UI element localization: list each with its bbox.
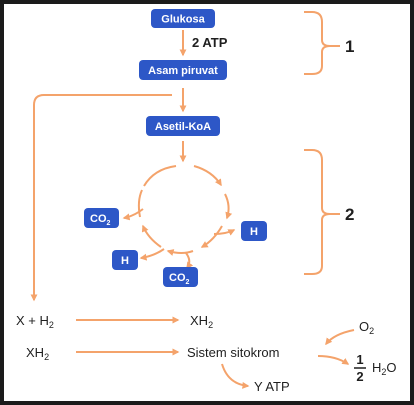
co2-left-label: CO2 [90,213,111,227]
glukosa-label: Glukosa [161,14,205,26]
y-atp-label: Y ATP [254,379,290,394]
half-denominator: 2 [356,369,363,384]
h-box-left: H [112,250,138,270]
bracket-stage-1 [304,11,340,75]
arrow-to-atp [221,363,250,389]
h-left-label: H [121,255,129,267]
stage-1-label: 1 [345,37,354,56]
arrow-left-bypass [30,94,172,302]
h-box-right: H [241,221,267,241]
h2o-label: H2O [372,360,397,377]
co2-box-left: CO2 [84,208,119,228]
krebs-cycle [122,165,236,270]
sistem-sitokrom-label: Sistem sitokrom [187,345,279,360]
co2-bottom-label: CO2 [169,272,190,286]
arrow-to-water [317,355,350,365]
respiration-diagram: Glukosa 2 ATP Asam piruvat 1 Asetil-KoA [16,9,397,394]
arrow-o2-in [325,329,355,346]
h-right-label: H [250,226,258,238]
stage-2-label: 2 [345,205,354,224]
half-numerator: 1 [356,352,363,367]
glukosa-box: Glukosa [151,9,215,28]
co2-box-bottom: CO2 [163,267,198,287]
asam-piruvat-label: Asam piruvat [148,65,218,77]
asam-piruvat-box: Asam piruvat [139,60,227,80]
o2-label: O2 [359,319,374,336]
reaction1-left: X + H2 [16,313,54,330]
reaction1-right: XH2 [190,313,213,330]
asetil-koa-box: Asetil-KoA [146,116,220,136]
diagram-frame: Glukosa 2 ATP Asam piruvat 1 Asetil-KoA [4,4,410,401]
asetil-koa-label: Asetil-KoA [155,121,211,133]
half-h2o: 1 2 H2O [354,352,397,384]
bracket-stage-2 [304,149,340,275]
reaction2-left: XH2 [26,345,49,362]
atp-glycolysis-label: 2 ATP [192,35,228,50]
